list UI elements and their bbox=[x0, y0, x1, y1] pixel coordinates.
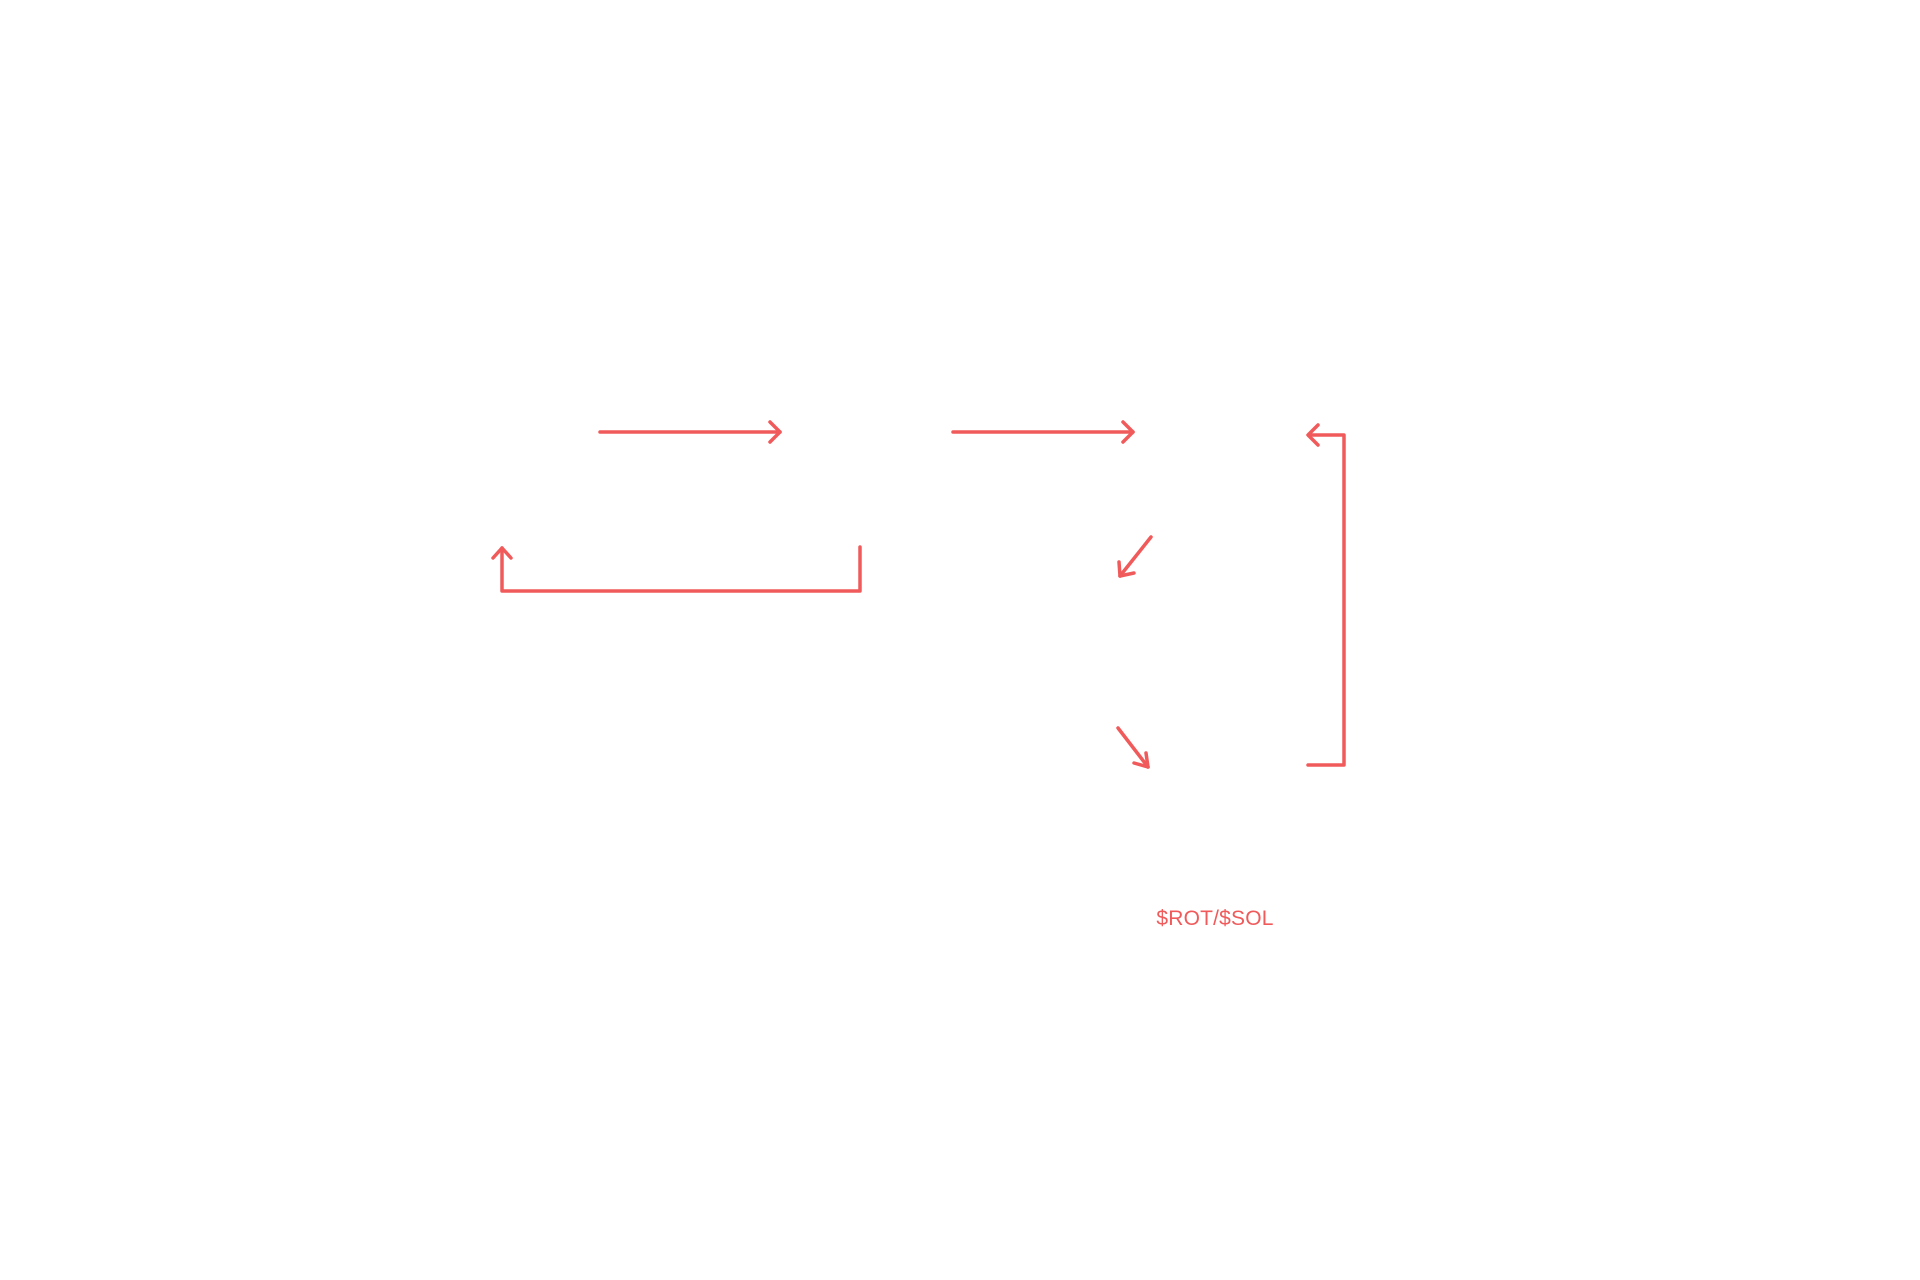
arrow-down-right-icon bbox=[1116, 726, 1150, 769]
arrow-right-icon bbox=[598, 420, 782, 444]
token-pair-label: $ROT/$SOL bbox=[1156, 907, 1274, 930]
arrow-right-icon bbox=[951, 420, 1135, 444]
arrow-down-left-icon bbox=[1117, 535, 1153, 578]
arrow-left-icon bbox=[1306, 423, 1346, 767]
arrow-up-icon bbox=[491, 545, 862, 593]
